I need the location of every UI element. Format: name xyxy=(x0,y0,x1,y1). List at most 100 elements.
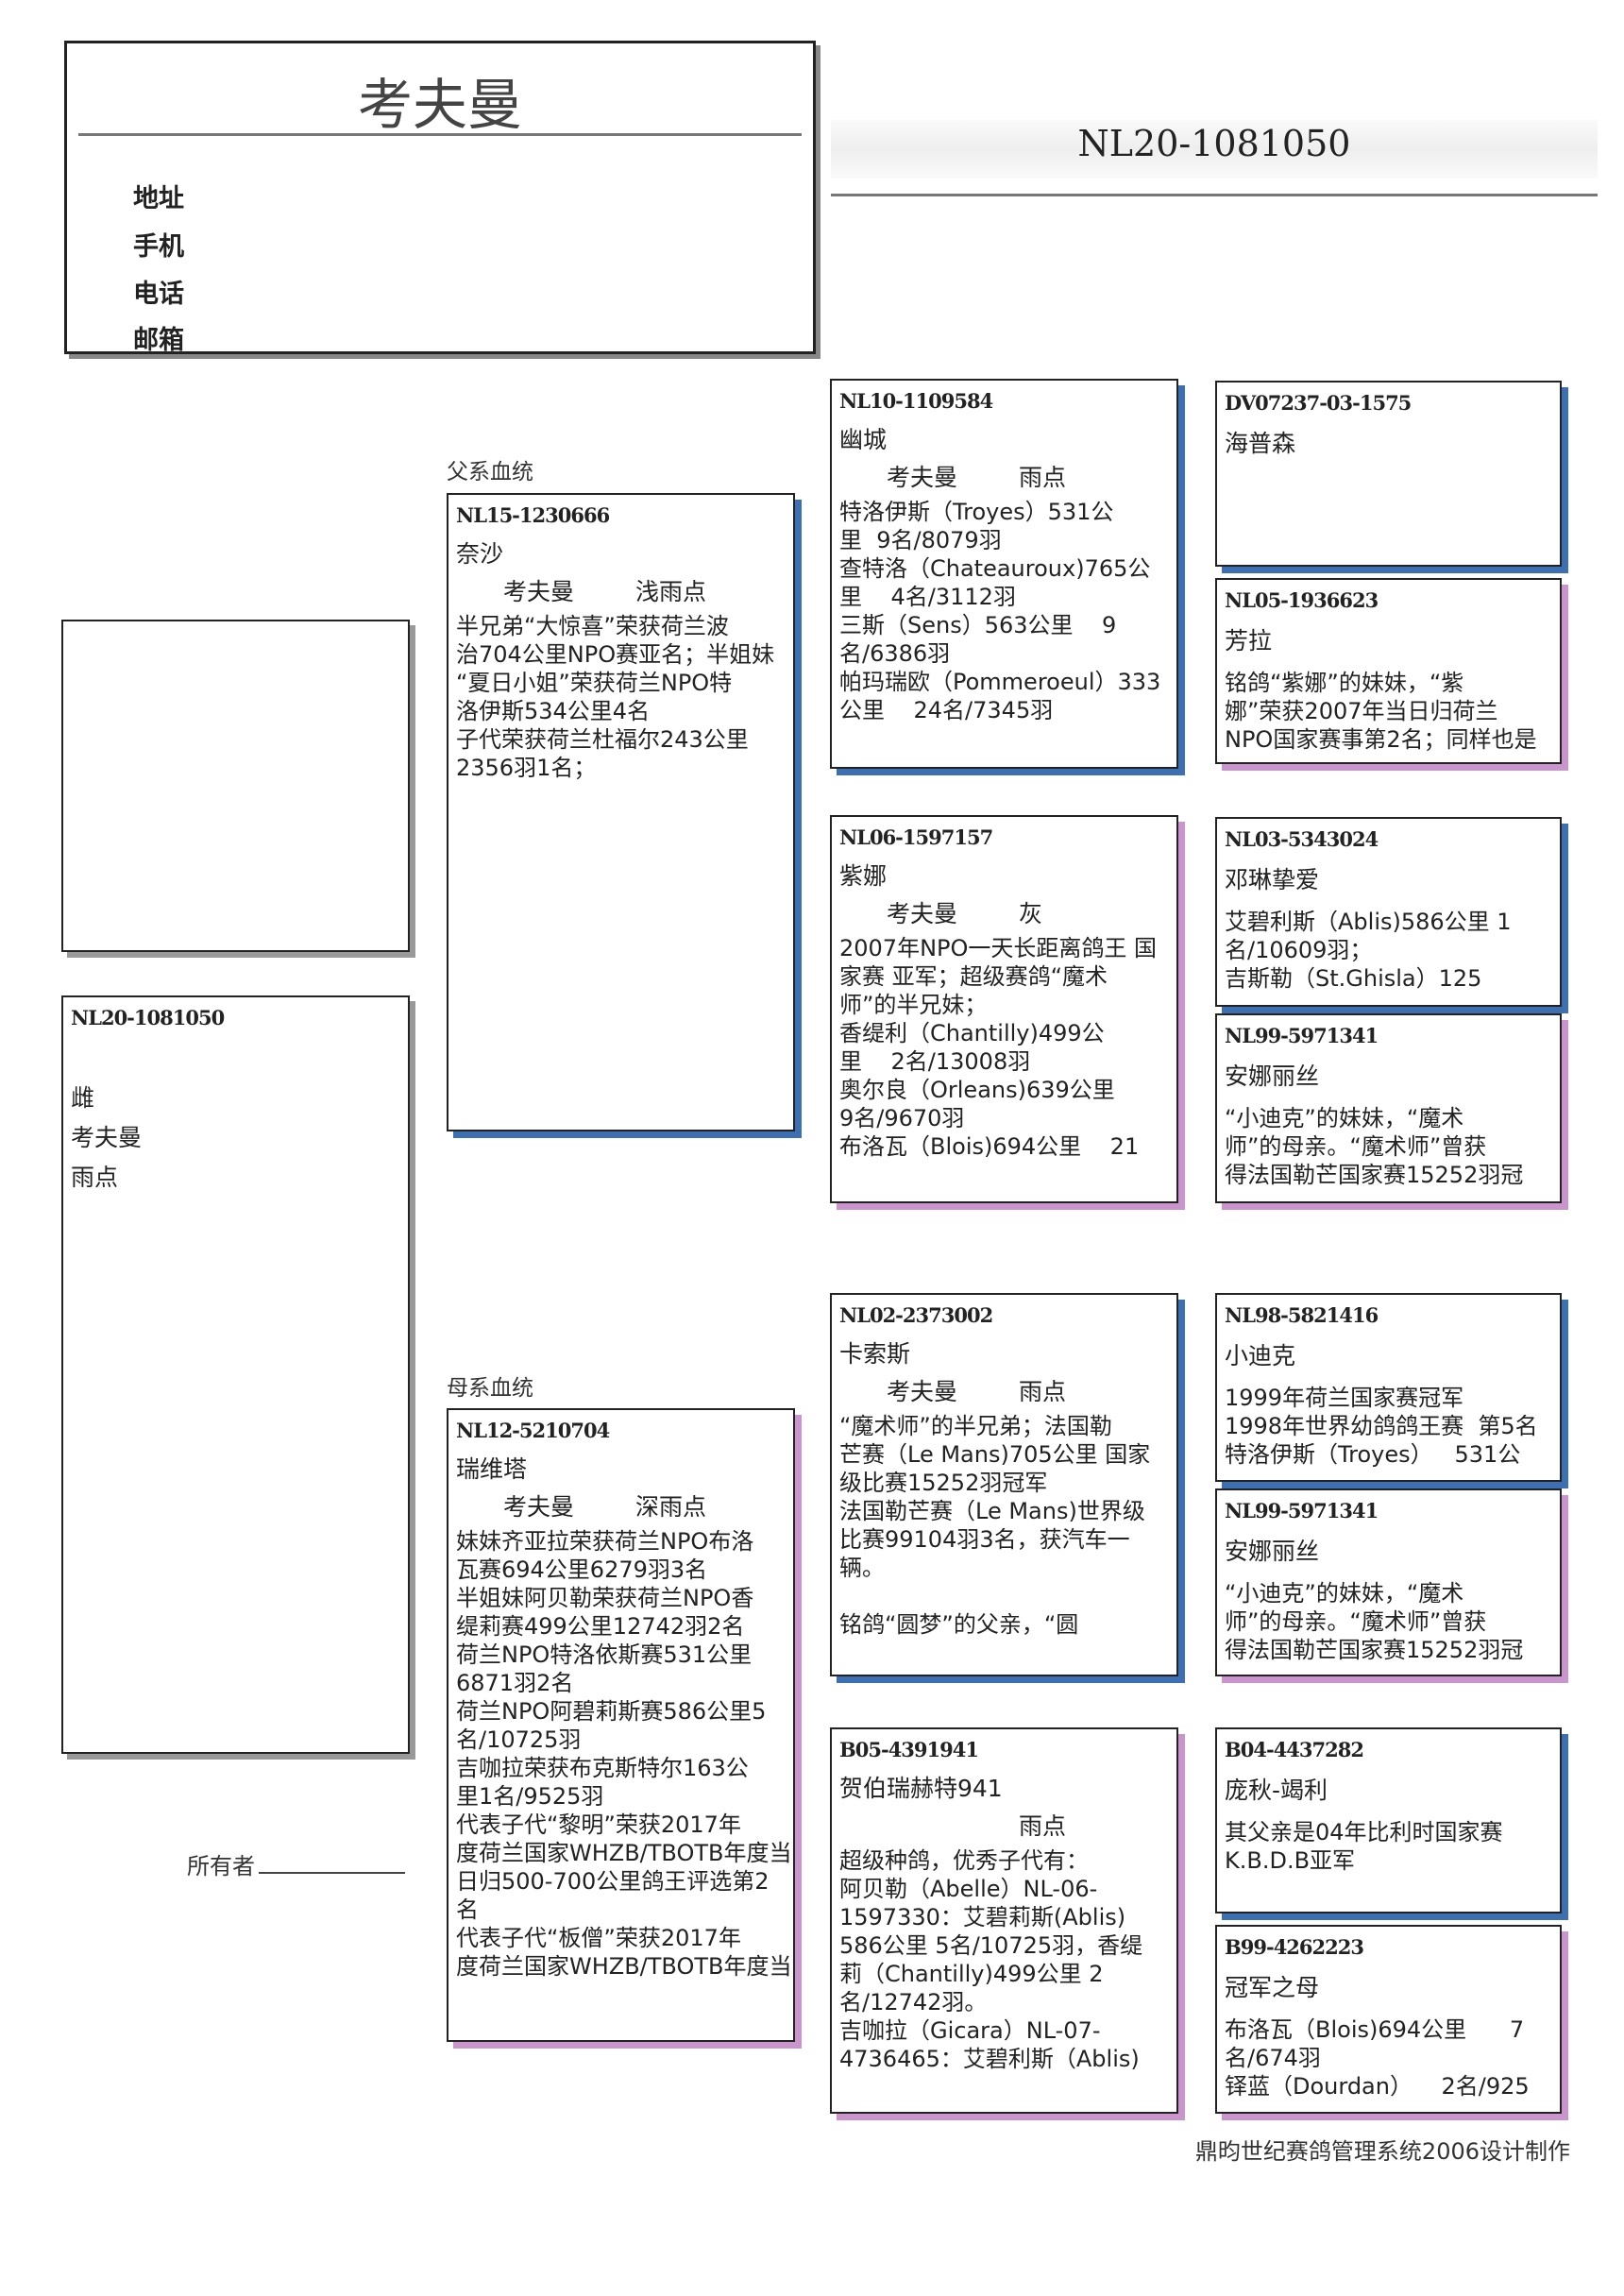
note-line: 度荷兰国家WHZB/TBOTB年度当 xyxy=(456,1840,792,1866)
note-line: 铭鸽“紫娜”的妹妹，“紫 xyxy=(1225,670,1464,696)
note-line: 瓦赛694公里6279羽3名 xyxy=(456,1556,708,1583)
note-line: 里 4名/3112羽 xyxy=(839,584,1016,610)
mobile-label: 手机 xyxy=(133,232,184,262)
note-line: 辆。 xyxy=(839,1555,885,1581)
pigeon-name: 幽城 xyxy=(839,426,888,453)
breeder: 考夫曼 xyxy=(887,900,958,927)
subject-breeder: 考夫曼 xyxy=(71,1124,143,1151)
owner-name: 考夫曼 xyxy=(357,73,522,137)
note-line: 子代荣获荷兰杜福尔243公里 xyxy=(456,726,749,753)
ring-number: NL99-5971341 xyxy=(1225,1024,1379,1047)
phone-label: 电话 xyxy=(133,280,184,309)
note-line: 治704公里NPO赛亚名；半姐妹 xyxy=(456,641,775,668)
pigeon-name: 邓琳挚爱 xyxy=(1225,866,1320,893)
note-line: 娜”荣获2007年当日归荷兰 xyxy=(1225,698,1498,724)
owner-blank-line xyxy=(259,1851,405,1874)
note-line: 查特洛（Chateauroux)765公 xyxy=(839,555,1151,582)
subject-ring: NL20-1081050 xyxy=(71,1006,225,1029)
note-line: 日归500-700公里鸽王评选第2 xyxy=(456,1868,770,1895)
pigeon-name: 小迪克 xyxy=(1225,1342,1296,1369)
photo-placeholder xyxy=(61,620,410,952)
note-line: “小迪克”的妹妹，“魔术 xyxy=(1225,1580,1464,1607)
note-line: 铭鸽“圆梦”的父亲，“圆 xyxy=(839,1611,1079,1638)
note-line: 阿贝勒（Abelle）NL-06- xyxy=(839,1876,1098,1902)
note-line: 半兄弟“大惊喜”荣获荷兰波 xyxy=(456,613,729,639)
note-line: “魔术师”的半兄弟；法国勒 xyxy=(839,1413,1112,1439)
note-line: 里1名/9525羽 xyxy=(456,1783,604,1810)
note-line: K.B.D.B亚军 xyxy=(1225,1847,1356,1874)
strain-line: 考夫曼 雨点 xyxy=(839,1378,1176,1406)
note-line: 名 xyxy=(456,1896,479,1923)
sire-line-label: 父系血统 xyxy=(447,460,533,485)
note-line: 其父亲是04年比利时国家赛 xyxy=(1225,1819,1503,1845)
note-line: 妹妹齐亚拉荣获荷兰NPO布洛 xyxy=(456,1528,754,1555)
pigeon-name: 卡索斯 xyxy=(839,1340,911,1368)
dam-line-label: 母系血统 xyxy=(447,1376,533,1401)
note-line: 吉咖拉（Gicara）NL-07- xyxy=(839,2017,1101,2044)
note-line: 1597330：艾碧莉斯(Ablis) xyxy=(839,1904,1126,1930)
note-line: 法国勒芒赛（Le Mans)世界级 xyxy=(839,1498,1145,1524)
race-notes: 2007年NPO一天长距离鸽王 国家赛 亚军；超级赛鸽“魔术师”的半兄妹；香缇利… xyxy=(839,934,1176,1161)
strain-line: 考夫曼浅雨点 xyxy=(456,578,793,606)
note-line: 比赛99104羽3名，获汽车一 xyxy=(839,1526,1130,1553)
strain-line: 考夫曼雨点 xyxy=(839,464,1176,492)
note-line: 名/12742羽。 xyxy=(839,1989,988,2015)
note-line: 荷兰NPO特洛依斯赛531公里 xyxy=(456,1641,753,1668)
breeder: 考夫曼 xyxy=(503,1493,575,1521)
note-line: 三斯（Sens）563公里 9 xyxy=(839,612,1117,638)
address-label: 地址 xyxy=(133,184,184,213)
ring-number: B99-4262223 xyxy=(1225,1935,1364,1959)
note-line: 9名/9670羽 xyxy=(839,1105,965,1131)
note-line xyxy=(839,1582,1176,1610)
subject-color: 雨点 xyxy=(71,1164,119,1191)
note-line: 莉（Chantilly)499公里 2 xyxy=(839,1961,1104,1987)
note-line: 芒赛（Le Mans)705公里 国家 xyxy=(839,1441,1151,1468)
note-line: 代表子代“黎明”荣获2017年 xyxy=(456,1811,741,1838)
note-line: 6871羽2名 xyxy=(456,1670,574,1696)
ring-number: NL99-5971341 xyxy=(1225,1499,1379,1522)
note-line: 师”的母亲。“魔术师”曾获 xyxy=(1225,1608,1487,1635)
subject-card: NL20-1081050 雌 考夫曼 雨点 xyxy=(61,995,410,1754)
note-line: 荷兰NPO阿碧莉斯赛586公里5 xyxy=(456,1698,767,1725)
strain-line: 考夫曼深雨点 xyxy=(456,1493,793,1522)
pigeon-name: 安娜丽丝 xyxy=(1225,1063,1320,1090)
note-line: 得法国勒芒国家赛15252羽冠 xyxy=(1225,1637,1524,1663)
note-line: “小迪克”的妹妹，“魔术 xyxy=(1225,1105,1464,1131)
pigeon-name: 紫娜 xyxy=(839,862,888,890)
footer-credit: 鼎昀世纪赛鸽管理系统2006设计制作 xyxy=(1194,2138,1570,2165)
note-line: 师”的半兄妹； xyxy=(839,992,988,1018)
note-line: 师”的母亲。“魔术师”曾获 xyxy=(1225,1133,1487,1160)
pigeon-name: 芳拉 xyxy=(1225,627,1273,655)
note-line: 家赛 亚军；超级赛鸽“魔术 xyxy=(839,963,1108,990)
note-line: 代表子代“板僧”荣获2017年 xyxy=(456,1925,741,1951)
note-line: 1998年世界幼鸽鸽王赛 第5名 xyxy=(1225,1413,1538,1439)
ring-number: NL10-1109584 xyxy=(839,389,993,413)
feather-color: 雨点 xyxy=(1019,1378,1067,1405)
note-line: 2007年NPO一天长距离鸽王 国 xyxy=(839,935,1158,961)
ring-number: DV07237-03-1575 xyxy=(1225,391,1412,415)
breeder: 考夫曼 xyxy=(887,1378,958,1405)
feather-color: 雨点 xyxy=(1019,1812,1067,1840)
note-line: 洛伊斯534公里4名 xyxy=(456,698,651,724)
note-line: 得法国勒芒国家赛15252羽冠 xyxy=(1225,1162,1524,1188)
race-notes: 妹妹齐亚拉荣获荷兰NPO布洛瓦赛694公里6279羽3名半姐妹阿贝勒荣获荷兰NP… xyxy=(456,1527,793,1981)
note-line: 艾碧利斯（Ablis)586公里 1 xyxy=(1225,909,1512,935)
feather-color: 雨点 xyxy=(1019,464,1067,491)
race-notes: 超级种鸽，优秀子代有：阿贝勒（Abelle）NL-06-1597330：艾碧莉斯… xyxy=(839,1846,1176,2073)
race-notes: “小迪克”的妹妹，“魔术师”的母亲。“魔术师”曾获得法国勒芒国家赛15252羽冠 xyxy=(1225,1579,1560,1664)
note-line: 4736465：艾碧利斯（Ablis) xyxy=(839,2046,1140,2072)
note-line: “夏日小姐”荣获荷兰NPO特 xyxy=(456,670,733,696)
note-line: 香缇利（Chantilly)499公 xyxy=(839,1020,1105,1046)
pigeon-name: 瑞维塔 xyxy=(456,1455,528,1483)
